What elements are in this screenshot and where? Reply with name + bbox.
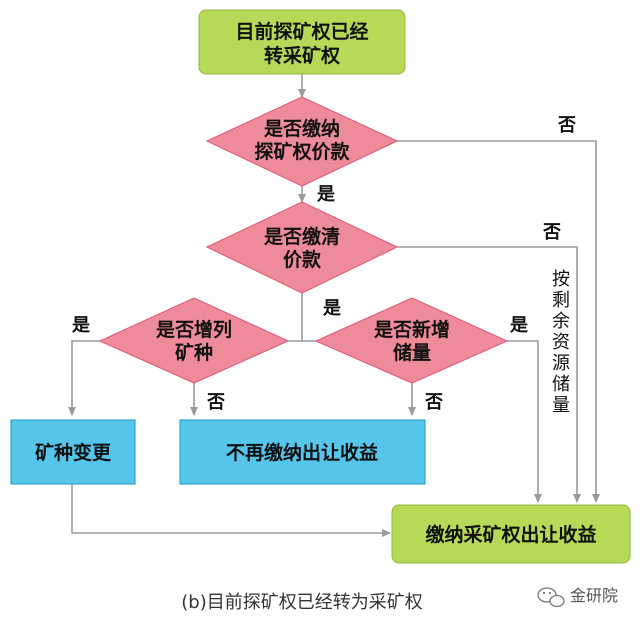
figure-caption: (b)目前探矿权已经转为采矿权 xyxy=(181,592,422,613)
process-mineral-change-text: 矿种变更 xyxy=(35,441,112,464)
decision-2-line2: 价款 xyxy=(283,248,322,271)
remaining-char-4: 资 xyxy=(552,332,570,353)
label-d1-yes: 是 xyxy=(316,184,335,205)
decision-4-line1: 是否新增 xyxy=(374,318,450,341)
label-d2-yes: 是 xyxy=(322,298,341,319)
decision-3-line2: 矿种 xyxy=(175,341,213,364)
process-no-longer-pay-text: 不再缴纳出让收益 xyxy=(226,441,378,464)
connectors xyxy=(68,74,600,537)
decision-new-reserves: 是否新增 储量 xyxy=(314,297,509,384)
decision-4-line2: 储量 xyxy=(393,341,431,364)
edge-d3-yes xyxy=(68,340,100,416)
process-mineral-change: 矿种变更 xyxy=(10,419,136,485)
process-no-longer-pay: 不再缴纳出让收益 xyxy=(179,419,426,485)
remaining-char-6: 储 xyxy=(552,374,570,395)
end-node-text: 缴纳采矿权出让收益 xyxy=(425,523,596,546)
label-d3-no: 否 xyxy=(206,392,225,413)
edge-change-pay xyxy=(71,484,391,537)
label-d2-no: 否 xyxy=(542,222,561,243)
remaining-char-7: 量 xyxy=(552,395,570,416)
wechat-icon xyxy=(537,587,565,608)
label-remaining-reserves: 按 剩 余 资 源 储 量 xyxy=(552,269,570,416)
remaining-char-1: 按 xyxy=(552,269,570,290)
decision-pay-exploration-price: 是否缴纳 探矿权价款 xyxy=(205,96,399,187)
start-node-line2: 转采矿权 xyxy=(264,44,340,67)
label-d3-yes: 是 xyxy=(71,315,90,336)
remaining-char-2: 剩 xyxy=(552,290,570,311)
label-d4-no: 否 xyxy=(424,392,443,413)
edge-d2-no xyxy=(397,246,581,503)
decision-1-line2: 探矿权价款 xyxy=(254,140,350,163)
decision-1-line1: 是否缴纳 xyxy=(264,117,340,140)
start-node-line1: 目前探矿权已经 xyxy=(235,20,368,43)
edge-d4-yes xyxy=(507,340,542,503)
edge-d1-no xyxy=(397,140,600,503)
watermark-text: 金研院 xyxy=(570,586,618,605)
remaining-char-5: 源 xyxy=(552,353,570,374)
decision-add-mineral: 是否增列 矿种 xyxy=(98,297,290,384)
remaining-char-3: 余 xyxy=(552,311,570,332)
watermark: 金研院 xyxy=(537,586,618,608)
decision-3-line1: 是否增列 xyxy=(156,318,232,341)
decision-price-paid-off: 是否缴清 价款 xyxy=(205,201,399,294)
end-node-pay-transfer-income: 缴纳采矿权出让收益 xyxy=(391,504,631,564)
start-node: 目前探矿权已经 转采矿权 xyxy=(198,9,406,75)
label-d1-no: 否 xyxy=(557,115,576,136)
label-d4-yes: 是 xyxy=(509,315,528,336)
decision-2-line1: 是否缴清 xyxy=(264,225,340,248)
